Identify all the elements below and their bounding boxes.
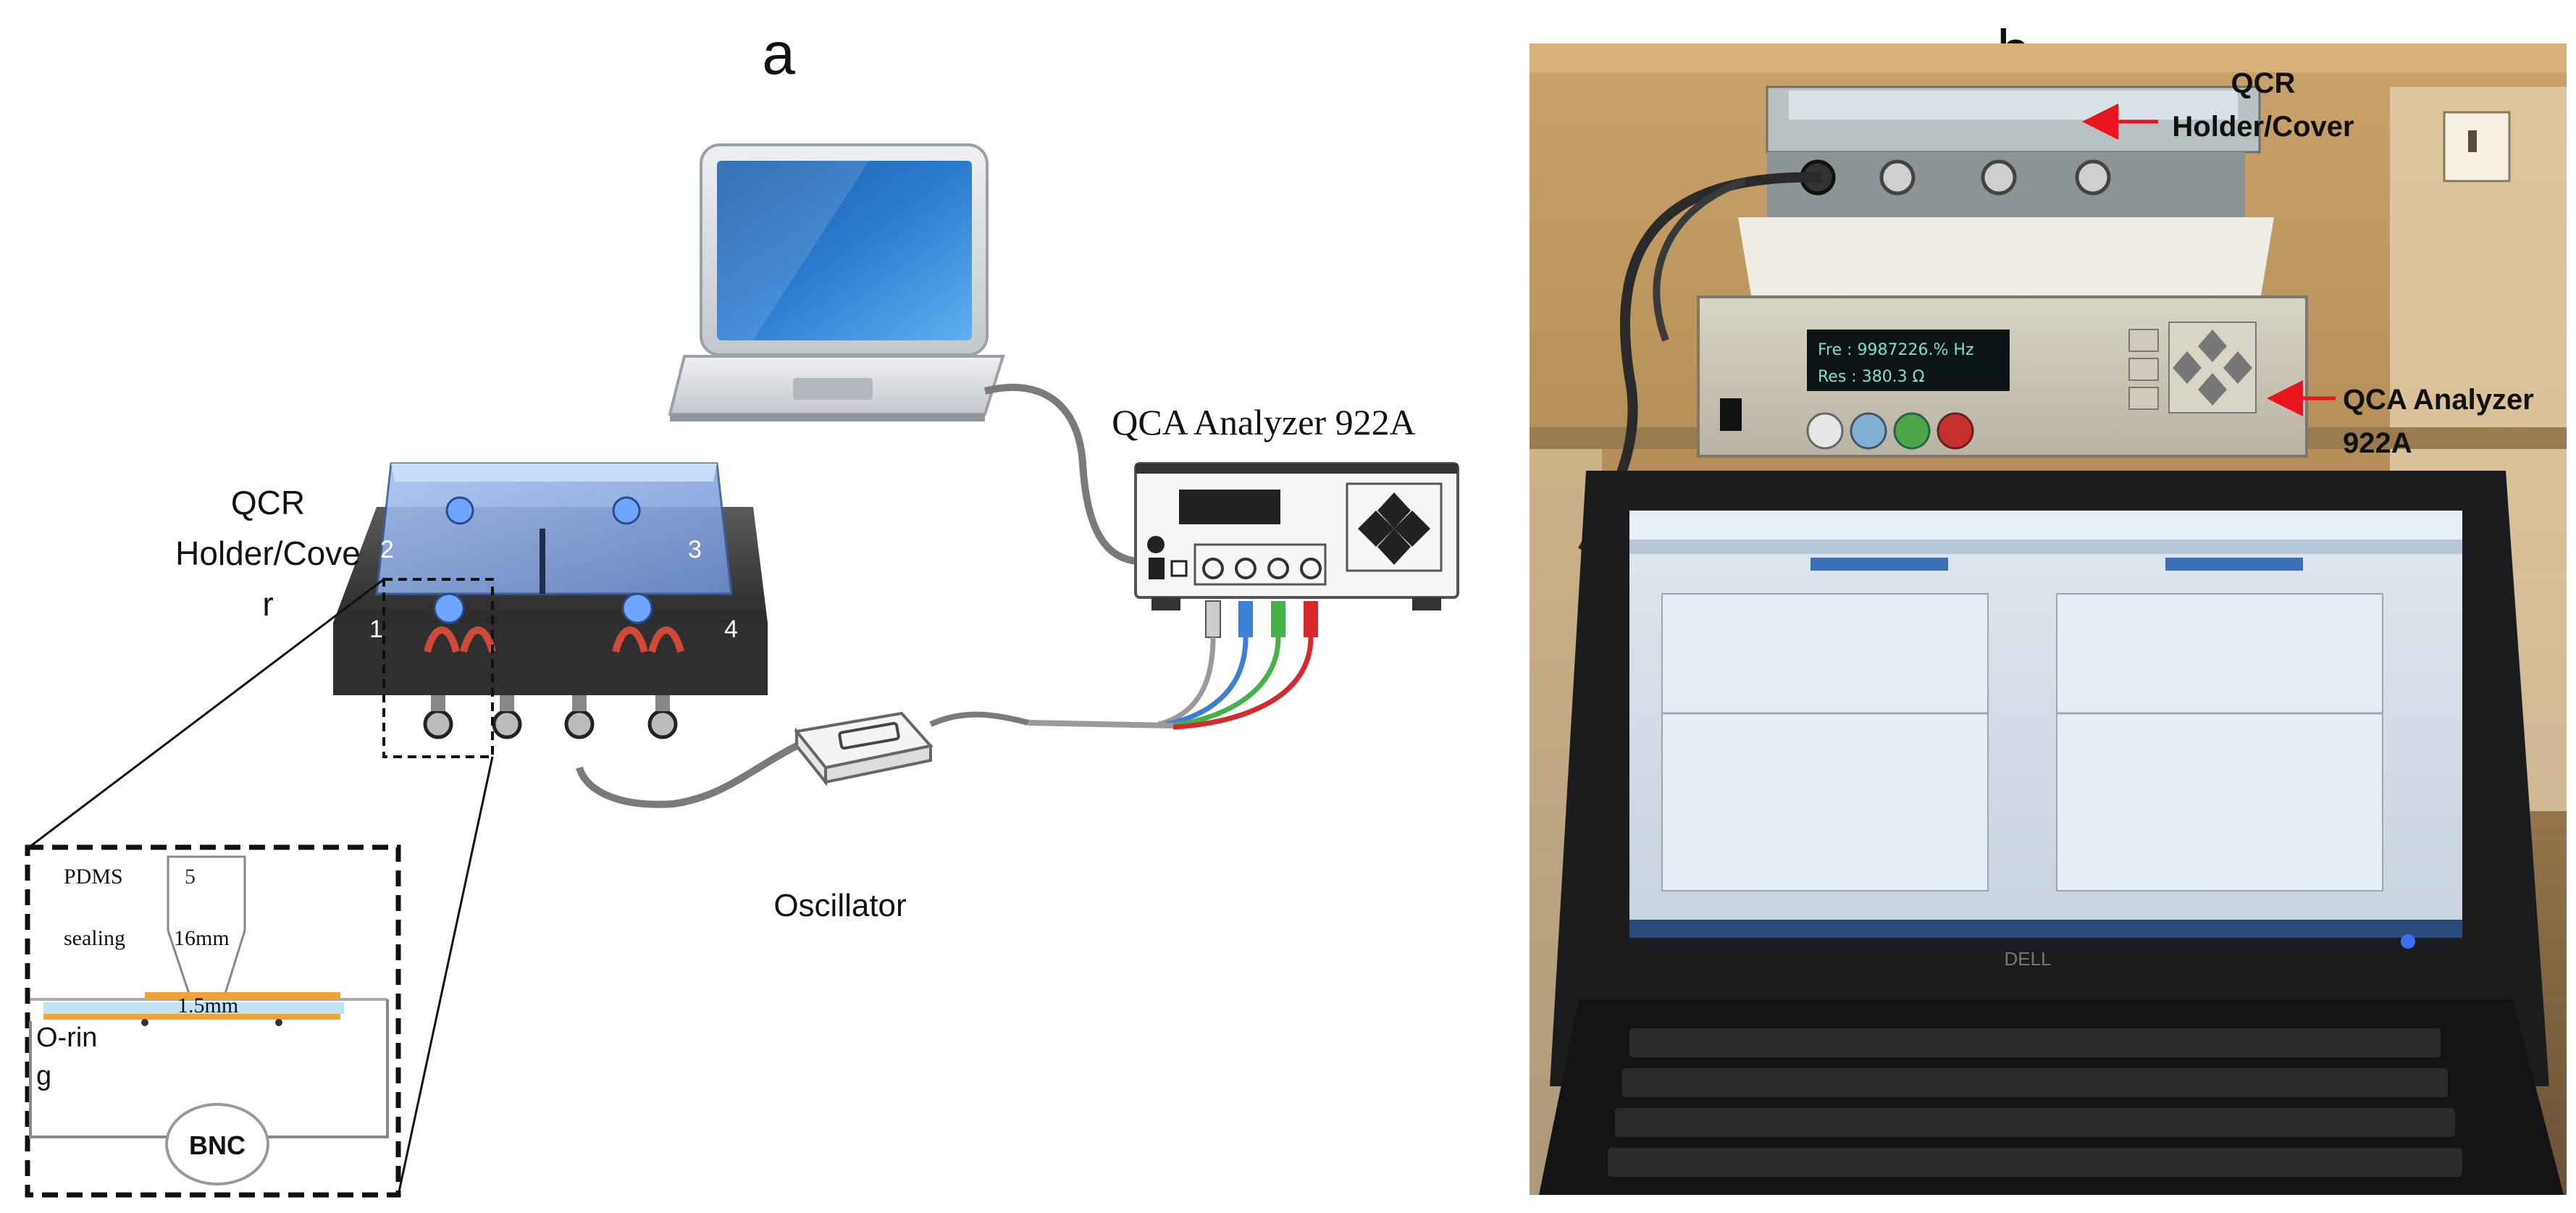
inset-bnc-label: BNC	[189, 1130, 246, 1160]
device-display-line2: Res : 380.3 Ω	[1818, 368, 1924, 386]
holder-label-line2: Holder/Cove	[175, 534, 361, 572]
qcr-holder-icon	[333, 462, 768, 739]
laptop-icon	[668, 143, 1005, 421]
holder-port-3: 3	[688, 536, 702, 563]
photo-label-holder-line2: Holder/Cover	[2172, 111, 2354, 143]
device-display-line1: Fre : 9987226.% Hz	[1818, 341, 1974, 359]
inset-oring-line2: g	[36, 1061, 51, 1091]
analyzer-cables	[1028, 600, 1318, 730]
analyzer-device-icon	[1134, 462, 1459, 610]
holder-port-4: 4	[724, 616, 738, 643]
photo-label-holder-line1: QCR	[2231, 67, 2296, 99]
keyboard-keys	[1608, 1028, 2462, 1177]
holder-label-line1: QCR	[231, 484, 305, 521]
laptop-brand: DELL	[2004, 948, 2051, 970]
inset-pdms-label: PDMS	[64, 865, 123, 889]
oscillator-box-icon	[576, 711, 1030, 808]
photo-label-analyzer-line1: QCA Analyzer	[2343, 384, 2534, 416]
inset-oring-line1: O-rin	[36, 1023, 97, 1053]
holder-port-1: 1	[369, 616, 383, 643]
bnc-connector-icon	[165, 1103, 269, 1185]
panel-a-label: a	[762, 21, 795, 87]
inset-height-label: 16mm	[174, 926, 230, 950]
holder-callout-box	[382, 578, 494, 758]
panel-a: a QCA Analyzer 922A	[25, 21, 1459, 1198]
inset-schematic	[25, 844, 401, 1198]
setup-photo: Fre : 9987226.% Hz Res : 380.3 Ω	[1530, 43, 2567, 1195]
panel-b: b Fre : 9987226.% Hz Res : 38	[1530, 18, 2567, 1195]
inset-sealing-label: sealing	[64, 926, 125, 950]
oscillator-label: Oscillator	[773, 888, 906, 923]
inset-gap-label: 1.5mm	[177, 994, 238, 1017]
holder-port-2: 2	[380, 536, 394, 563]
photo-label-analyzer-line2: 922A	[2343, 427, 2412, 459]
analyzer-title: QCA Analyzer 922A	[1112, 402, 1415, 442]
holder-label-line3: r	[262, 585, 273, 623]
inset-number-label: 5	[185, 865, 196, 889]
